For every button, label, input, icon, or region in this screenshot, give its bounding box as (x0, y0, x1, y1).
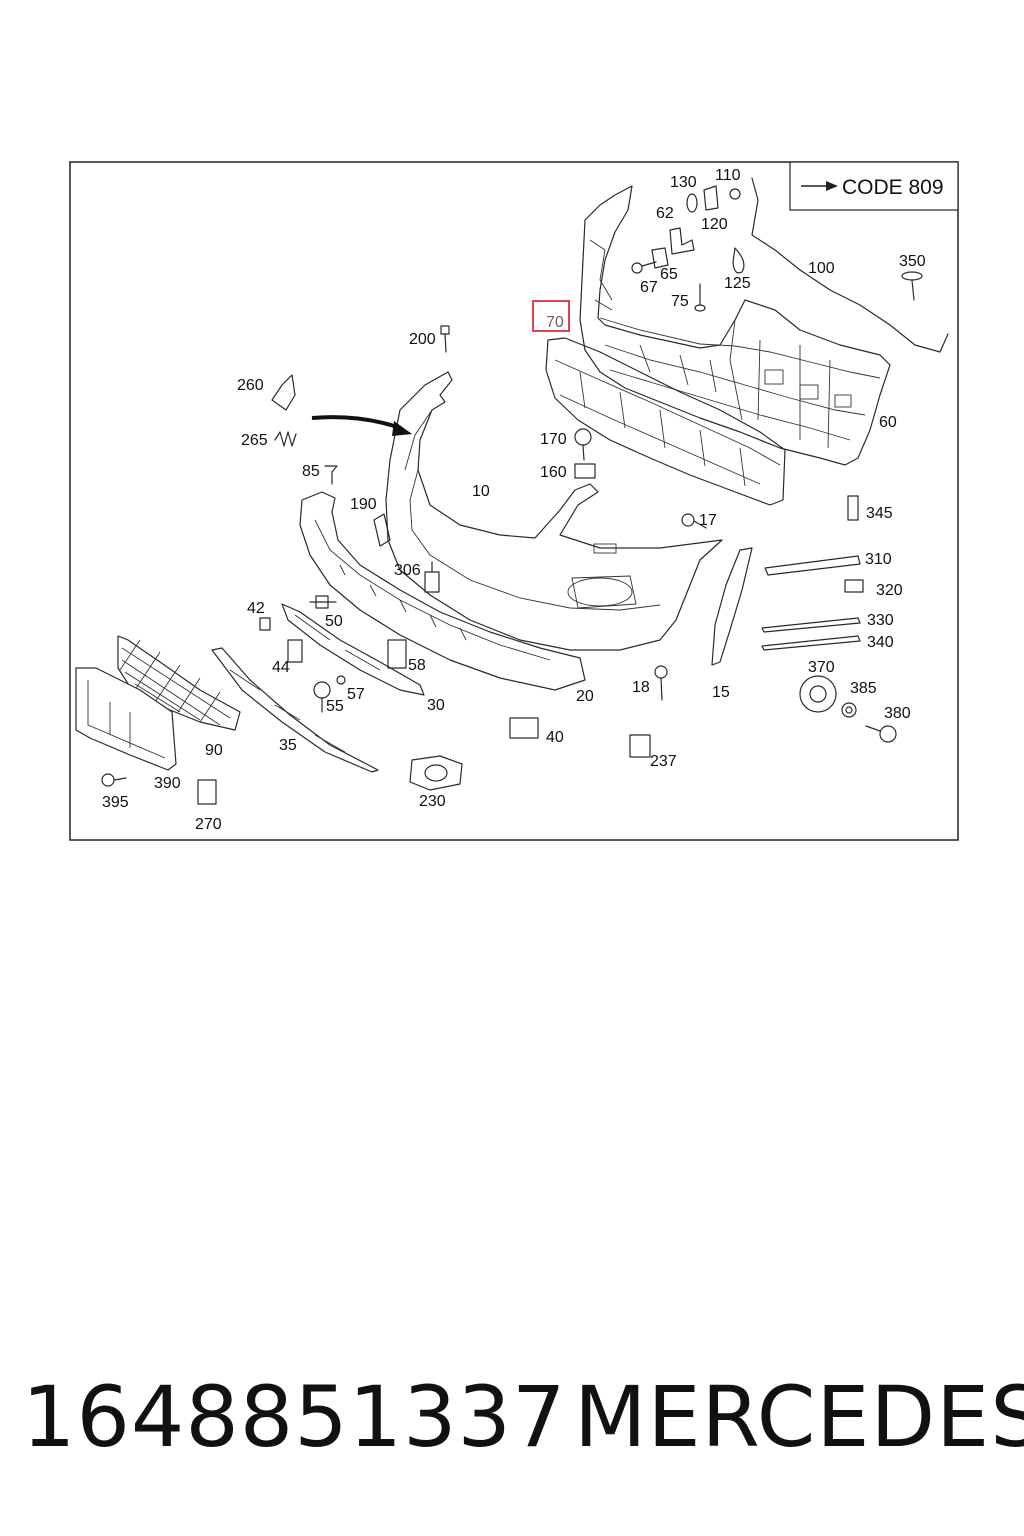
part-35-strip (211, 647, 379, 773)
callout-65: 65 (660, 266, 678, 283)
callout-40: 40 (546, 729, 564, 746)
callout-330: 330 (867, 612, 894, 629)
callout-130: 130 (670, 174, 697, 191)
legend-text: CODE 809 (842, 176, 944, 199)
callout-265: 265 (241, 432, 268, 449)
callout-237: 237 (650, 753, 677, 770)
callout-340: 340 (867, 634, 894, 651)
callout-345: 345 (866, 505, 893, 522)
callout-labels: 130 110 62 120 65 67 125 100 350 75 200 … (102, 167, 926, 833)
part-20-lower-spoiler (299, 491, 586, 691)
part-small-fasteners (101, 185, 923, 805)
callout-60: 60 (879, 414, 897, 431)
callout-160: 160 (540, 464, 567, 481)
brand-name: MERCEDES (574, 1368, 1024, 1466)
callout-15: 15 (712, 684, 730, 701)
callout-110: 110 (715, 167, 741, 184)
callout-320: 320 (876, 582, 903, 599)
callout-44: 44 (272, 659, 290, 676)
part-15-strip (711, 547, 753, 666)
callout-390: 390 (154, 775, 181, 792)
callout-380: 380 (884, 705, 911, 722)
part-60-carrier (579, 185, 891, 466)
callout-18: 18 (632, 679, 650, 696)
callout-30: 30 (427, 697, 445, 714)
callout-55: 55 (326, 698, 344, 715)
pointer-arrowhead (392, 421, 412, 436)
callout-200: 200 (409, 331, 436, 348)
callout-70: 70 (546, 314, 564, 331)
callout-270: 270 (195, 816, 222, 833)
callout-385: 385 (850, 680, 877, 697)
part-100-wiring (751, 177, 949, 353)
callout-85: 85 (302, 463, 320, 480)
callout-20: 20 (576, 688, 594, 705)
callout-125: 125 (724, 275, 751, 292)
callout-120: 120 (701, 216, 728, 233)
callout-310: 310 (865, 551, 892, 568)
diagram-frame (69, 161, 959, 841)
callout-17: 17 (699, 512, 717, 529)
callout-50: 50 (325, 613, 343, 630)
callout-57: 57 (347, 686, 365, 703)
callout-190: 190 (350, 496, 377, 513)
part-number: 1648851337 (22, 1368, 567, 1466)
callout-42: 42 (247, 600, 265, 617)
part-70-absorber (545, 337, 786, 506)
part-30-trim (281, 603, 425, 696)
pointer-arrow (311, 415, 401, 430)
arrow-right-icon (801, 181, 838, 191)
callout-100: 100 (808, 260, 835, 277)
part-90-mesh-grille (117, 635, 241, 731)
part-390-plate-holder (75, 667, 177, 771)
legend-box: CODE 809 (789, 161, 959, 211)
callout-370: 370 (808, 659, 835, 676)
callout-170: 170 (540, 431, 567, 448)
callout-350: 350 (899, 253, 926, 270)
callout-35: 35 (279, 737, 297, 754)
callout-90: 90 (205, 742, 223, 759)
callout-67: 67 (640, 279, 658, 296)
callout-75: 75 (671, 293, 689, 310)
callout-58: 58 (408, 657, 426, 674)
callout-306: 306 (394, 562, 421, 579)
part-10-bumper-cover (385, 371, 723, 651)
callout-230: 230 (419, 793, 446, 810)
callout-10: 10 (472, 483, 490, 500)
callout-260: 260 (237, 377, 264, 394)
highlight-box (532, 300, 570, 332)
callout-395: 395 (102, 794, 129, 811)
callout-62: 62 (656, 205, 674, 222)
